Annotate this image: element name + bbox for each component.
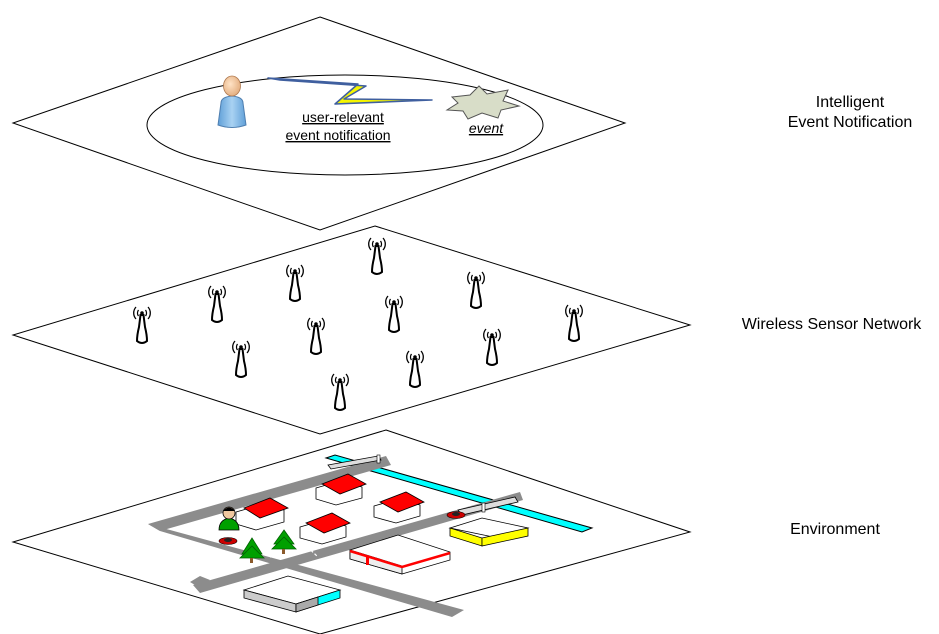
flat-building-bottom [242,575,342,613]
person-icon [218,506,240,531]
car-icon [446,511,466,519]
layer-label-intelligent-event-notification: Intelligent Event Notification [760,93,939,133]
user-icon [217,75,247,128]
layer-label-environment: Environment [790,521,880,538]
house-top [315,473,367,506]
bottom-layer [11,429,692,634]
red-flat-building [349,534,451,575]
yellow-building [448,517,530,547]
car-icon [218,537,238,545]
notification-label-line1: user-relevant [302,109,384,125]
middle-layer-plane [11,225,692,435]
tree-icon [271,529,297,554]
lightning-bolt-icon [267,77,433,105]
layer-label-line2: Event Notification [787,114,913,131]
tree-icon [239,537,265,563]
notification-scope-ellipse [146,74,544,176]
bridge-top [327,454,382,470]
bottom-layer-plane [11,429,692,634]
event-label: event [469,120,504,136]
layer-label-line1: Intelligent [815,94,885,111]
house-center [299,512,351,545]
top-layer: user-relevant event notification event [11,16,627,231]
middle-layer [11,225,692,435]
road-network [148,456,523,617]
event-star-icon [445,85,521,120]
layer-label-wireless-sensor-network: Wireless Sensor Network [741,316,922,333]
notification-label-line2: event notification [285,127,390,143]
house-right [373,491,425,524]
top-layer-plane [11,16,627,231]
